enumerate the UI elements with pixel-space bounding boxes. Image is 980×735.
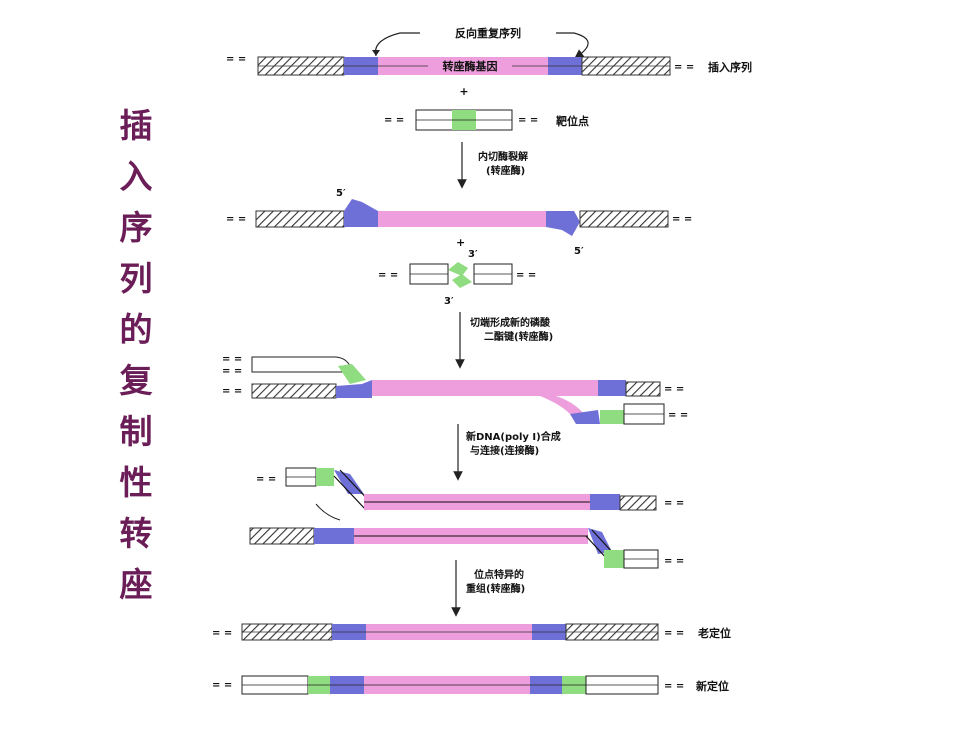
replication-row-top: = = = = bbox=[256, 467, 684, 521]
target-site-label: 靶位点 bbox=[556, 114, 589, 128]
title-char: 的 bbox=[119, 310, 153, 349]
svg-text:= =: = = bbox=[516, 270, 536, 281]
step4-label: 位点特异的 bbox=[474, 568, 524, 581]
inverted-repeat-arrow-right bbox=[556, 32, 589, 59]
step3-label: 新DNA(poly Ⅰ)合成 bbox=[466, 430, 561, 443]
insertion-sequence-row: 反向重复序列 = = 转座酶基因 = = 插入序列 bbox=[226, 26, 752, 76]
new-locus-row: = = = = 新定位 bbox=[212, 675, 729, 695]
inverted-repeat-arrow-left bbox=[374, 32, 420, 57]
insertion-sequence-label: 插入序列 bbox=[708, 60, 752, 74]
svg-text:= =: = = bbox=[668, 410, 688, 421]
step3-sublabel: 与连接(连接酶) bbox=[470, 444, 539, 457]
title-char: 列 bbox=[119, 259, 153, 298]
five-prime-label: 5′ bbox=[574, 246, 584, 257]
strand-transfer-row: = = = = = = = = = = bbox=[222, 354, 688, 425]
step1-sublabel: (转座酶) bbox=[486, 164, 525, 177]
svg-text:= =: = = bbox=[212, 628, 232, 639]
five-prime-label: 5′ bbox=[336, 188, 346, 199]
old-locus-label: 老定位 bbox=[697, 626, 731, 640]
svg-text:= =: = = bbox=[222, 386, 242, 397]
step1-label: 内切酶裂解 bbox=[478, 150, 528, 163]
title-char: 转 bbox=[119, 514, 153, 553]
title-char: 性 bbox=[119, 463, 153, 502]
svg-text:= =: = = bbox=[664, 556, 684, 567]
svg-text:= =: = = bbox=[664, 681, 684, 692]
svg-text:= =: = = bbox=[664, 384, 684, 395]
step2-label: 切端形成新的磷酸 bbox=[470, 316, 551, 329]
svg-text:= =: = = bbox=[378, 270, 398, 281]
title-char: 制 bbox=[119, 412, 153, 451]
cleaved-target-row: = = = = 3′ bbox=[378, 262, 536, 307]
title-char: 序 bbox=[119, 208, 153, 247]
svg-text:= =: = = bbox=[222, 354, 242, 365]
step2-sublabel: 二酯键(转座酶) bbox=[484, 330, 553, 343]
svg-text:= =: = = bbox=[672, 214, 692, 225]
vertical-title: 插 入 序 列 的 复 制 性 转 座 bbox=[108, 100, 164, 610]
title-char: 座 bbox=[119, 565, 153, 604]
svg-text:= =: = = bbox=[664, 498, 684, 509]
cleaved-transposon-row: = = = = 5′ 5′ bbox=[226, 188, 692, 257]
svg-text:= =: = = bbox=[518, 115, 538, 126]
svg-text:= =: = = bbox=[664, 628, 684, 639]
svg-text:+: + bbox=[456, 236, 465, 249]
svg-text:= =: = = bbox=[226, 214, 246, 225]
inverted-repeat-label: 反向重复序列 bbox=[455, 26, 521, 40]
dna-dash: = = bbox=[226, 54, 246, 65]
old-locus-row: = = = = 老定位 bbox=[212, 623, 731, 641]
title-char: 入 bbox=[119, 157, 153, 196]
target-site-row: = = = = 靶位点 bbox=[384, 109, 589, 131]
step4-sublabel: 重组(转座酶) bbox=[466, 582, 525, 595]
title-char: 复 bbox=[119, 361, 153, 400]
svg-text:= =: = = bbox=[222, 366, 242, 377]
dna-dash: = = bbox=[674, 62, 694, 73]
three-prime-label: 3′ bbox=[468, 249, 478, 260]
svg-text:= =: = = bbox=[384, 115, 404, 126]
svg-text:3′: 3′ bbox=[444, 296, 454, 307]
title-char: 插 bbox=[119, 106, 153, 145]
replication-row-bottom: = = bbox=[249, 527, 684, 569]
svg-text:= =: = = bbox=[256, 474, 276, 485]
gene-label-bg bbox=[428, 58, 512, 73]
plus-sign: + bbox=[459, 85, 468, 98]
new-locus-label: 新定位 bbox=[696, 679, 729, 693]
transposase-gene-label: 转座酶基因 bbox=[443, 59, 498, 73]
arrow-tip bbox=[372, 50, 380, 56]
svg-text:= =: = = bbox=[212, 680, 232, 691]
